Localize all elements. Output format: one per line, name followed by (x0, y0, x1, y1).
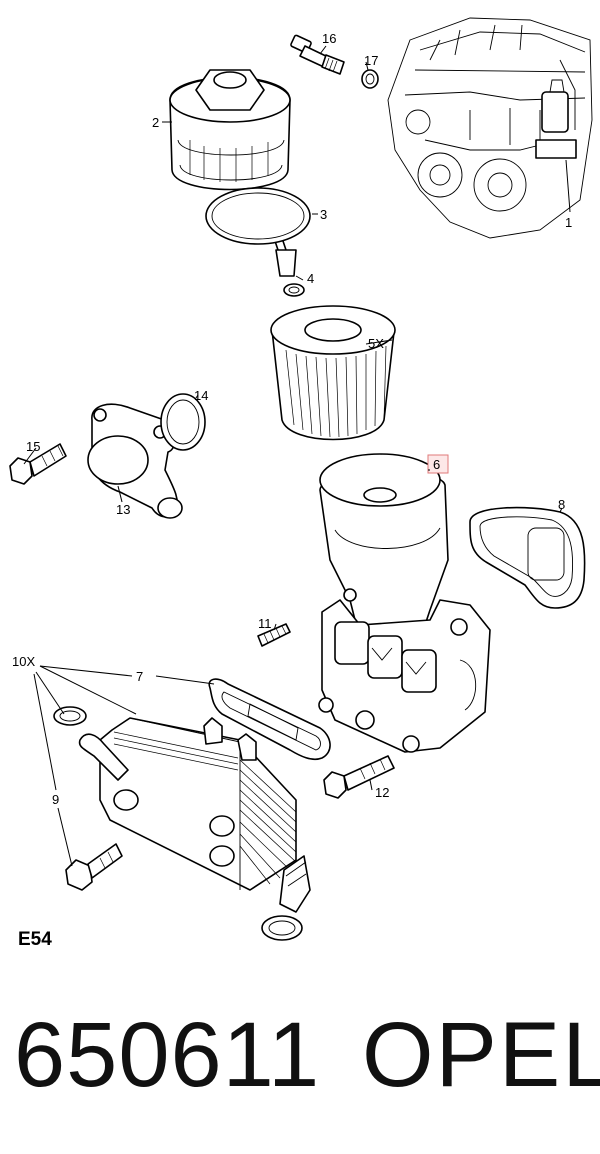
callout-16: 16 (322, 31, 336, 46)
cooler-bolt (65, 843, 123, 891)
callout-10x: 10X (12, 654, 35, 669)
cooler-gasket (208, 678, 331, 761)
callout-2: 2 (152, 115, 159, 130)
housing-gasket (469, 506, 586, 609)
callout-15: 15 (26, 439, 40, 454)
filter-element (270, 305, 396, 441)
cover-flange (87, 403, 183, 519)
small-seal (283, 283, 305, 297)
callout-4: 4 (307, 271, 314, 286)
callout-7: 7 (136, 669, 143, 684)
oil-cooler (78, 717, 311, 913)
oil-filter-cap (169, 69, 297, 277)
callout-17: 17 (364, 53, 378, 68)
o-ring-cap (205, 187, 311, 245)
engine-illustration (387, 17, 593, 239)
callout-1: 1 (565, 215, 572, 230)
housing-bolt (323, 755, 395, 799)
oil-pressure-switch (290, 34, 379, 89)
footer: 650611 OPEL (0, 1000, 600, 1120)
part-number: 650611 (14, 1004, 321, 1106)
callout-13: 13 (116, 502, 130, 517)
cover-bolt (9, 443, 67, 485)
callout-5x: 5X (368, 336, 384, 351)
callout-6-highlight (427, 454, 449, 474)
callout-labels: 1 2 3 4 5X 6 7 8 9 10X 11 12 13 14 15 16… (12, 31, 572, 807)
hose-clamp-lower (261, 915, 303, 941)
callout-6: 6 (433, 457, 440, 472)
callout-12: 12 (375, 785, 389, 800)
callout-11: 11 (258, 616, 272, 631)
exploded-parts-diagram: 1 2 3 4 5X 6 7 8 9 10X 11 12 13 14 15 16… (9, 17, 593, 950)
brand-name: OPEL (362, 1004, 600, 1106)
hose-clamp-upper (53, 706, 87, 726)
cover-o-ring (160, 393, 206, 451)
leader-lines (23, 121, 393, 867)
callout-14: 14 (194, 388, 208, 403)
section-code: E54 (18, 929, 52, 950)
callout-8: 8 (558, 497, 565, 512)
stud-bolt (257, 623, 291, 647)
callout-9: 9 (52, 792, 59, 807)
filter-housing (318, 453, 491, 753)
callout-3: 3 (320, 207, 327, 222)
